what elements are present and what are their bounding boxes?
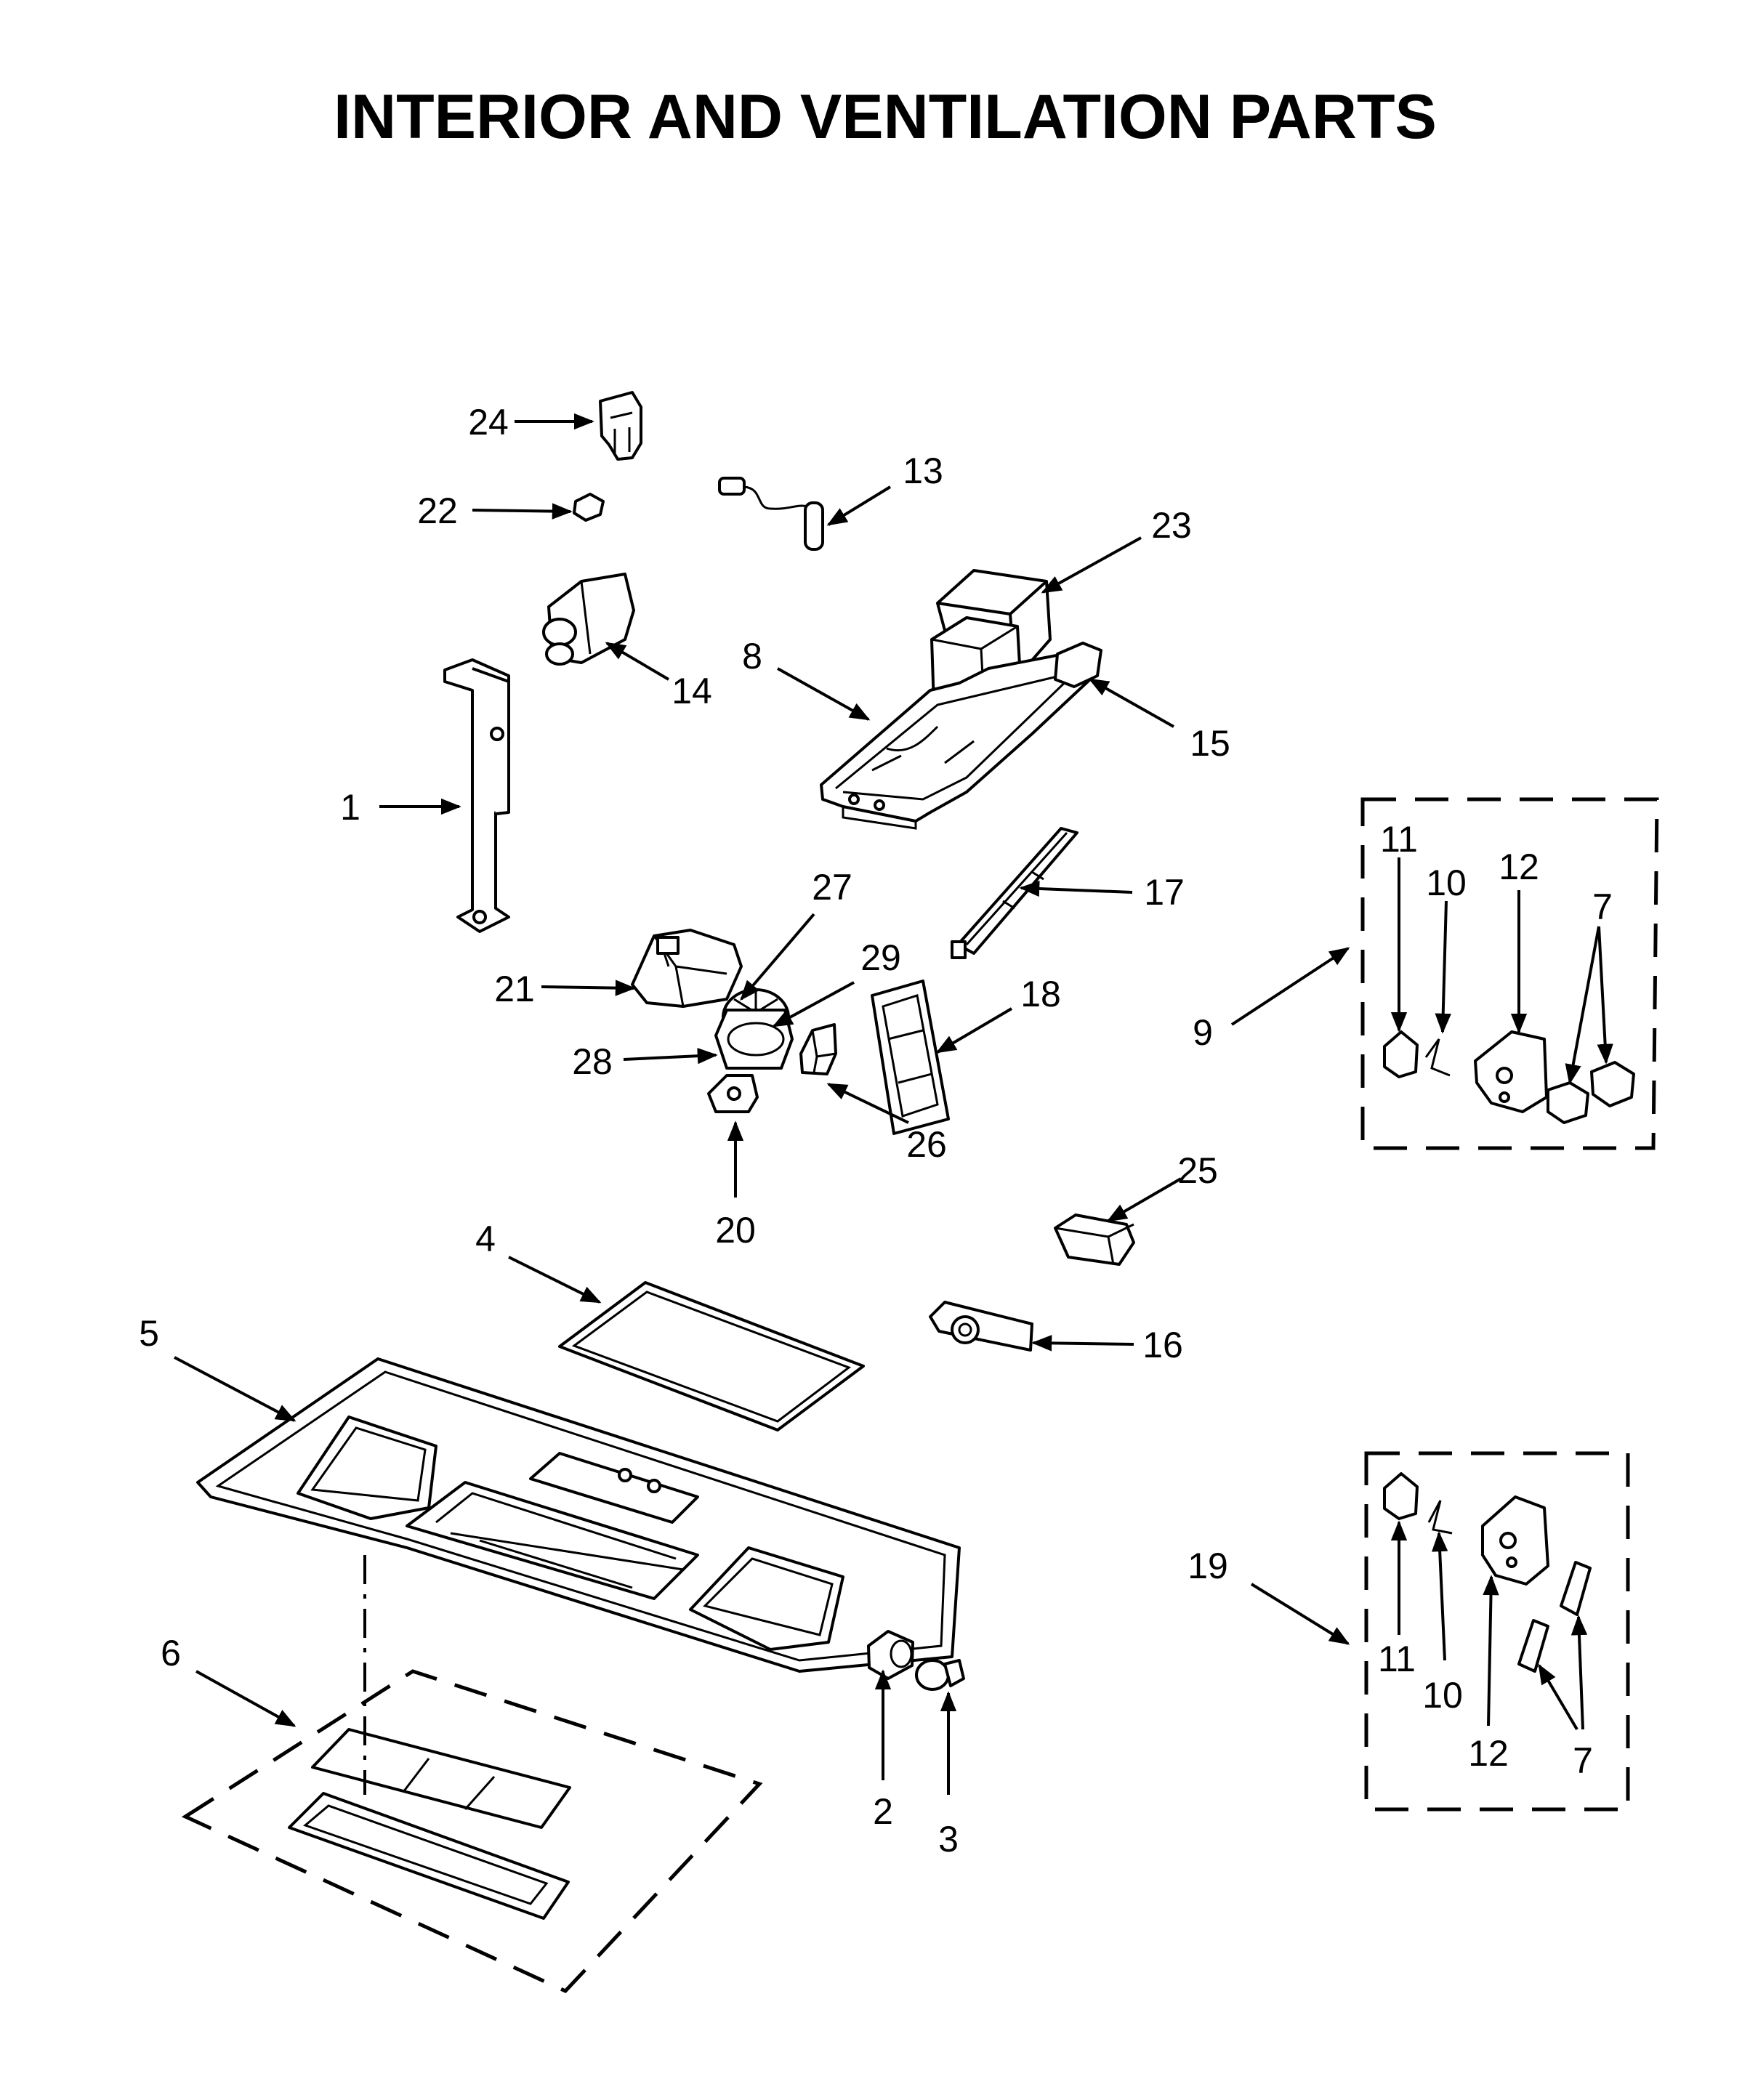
callout-17: 17 [1144,872,1185,913]
part-14-capacitor [542,573,635,666]
callout-27: 27 [812,867,852,908]
part-1-bracket [443,658,510,933]
callout-24: 24 [468,402,509,443]
part-kit9-11 [1383,1030,1419,1078]
kit-outline-19 [1364,1451,1630,1812]
callout-13: 13 [903,451,943,491]
callout-9: 9 [1193,1012,1213,1053]
part-kit19-7b [1517,1619,1549,1673]
part-kit19-12 [1481,1495,1549,1586]
part-22-clip [573,493,605,522]
callout-19: 19 [1188,1546,1228,1586]
part-2-socket [867,1630,914,1680]
part-5-panel [196,1357,961,1673]
part-kit19-7a [1560,1561,1592,1616]
page-title: INTERIOR AND VENTILATION PARTS [334,82,1437,152]
part-kit19-11 [1383,1472,1419,1520]
callout-14: 14 [672,671,712,711]
part-4-filter [558,1281,865,1431]
callout-18: 18 [1020,974,1061,1014]
callout-6: 6 [161,1633,181,1673]
part-kit9-7a [1547,1081,1589,1124]
part-kit9-12 [1474,1030,1548,1113]
callout-16: 16 [1142,1325,1183,1365]
part-16-plate [929,1301,1033,1352]
part-20-bracket [707,1074,759,1113]
callout-20: 20 [715,1210,756,1251]
callout-11-kit19: 11 [1378,1639,1416,1679]
leader-lines [174,413,1613,1795]
callout-10-kit19: 10 [1422,1675,1463,1716]
callout-29: 29 [860,937,901,978]
part-kit19-10-spring [1427,1500,1453,1535]
callout-2: 2 [873,1791,893,1832]
callout-4: 4 [475,1219,496,1259]
part-15-box [1054,642,1102,688]
callout-28: 28 [572,1041,613,1082]
part-21-shroud [631,929,743,1008]
callout-23: 23 [1151,505,1192,546]
part-13-wire [718,477,824,551]
part-8-base-plate [820,649,1099,830]
part-6-filter-kit [288,1728,571,1920]
callout-7-kit9: 7 [1592,887,1613,927]
part-25-box [1054,1213,1135,1266]
kit-outline-6 [181,1669,763,1994]
callout-3: 3 [938,1819,959,1859]
callout-labels: 24 22 13 23 14 8 15 1 17 27 29 18 21 28 … [139,402,1613,1859]
callout-7-kit19: 7 [1573,1740,1593,1781]
callout-1: 1 [340,787,360,828]
part-3-lamp [915,1659,965,1691]
callout-8: 8 [742,636,762,677]
callout-10-kit9: 10 [1426,863,1467,903]
part-28-motor [714,1009,794,1070]
callout-12-kit19: 12 [1468,1733,1509,1774]
callout-11-kit9: 11 [1380,819,1418,860]
callout-5: 5 [139,1313,159,1354]
callout-25: 25 [1177,1150,1218,1191]
callout-15: 15 [1190,723,1230,764]
part-kit9-7b [1590,1061,1635,1107]
callout-12-kit9: 12 [1499,847,1539,887]
part-17-rail [951,827,1078,959]
part-26-holder [799,1023,837,1075]
callout-22: 22 [417,490,458,531]
kit-outline-9 [1360,797,1659,1150]
part-kit9-10-spring [1424,1038,1451,1077]
callout-21: 21 [494,969,535,1009]
part-24-bracket [599,391,642,461]
part-18-plate [871,980,950,1135]
callout-26: 26 [906,1124,947,1165]
